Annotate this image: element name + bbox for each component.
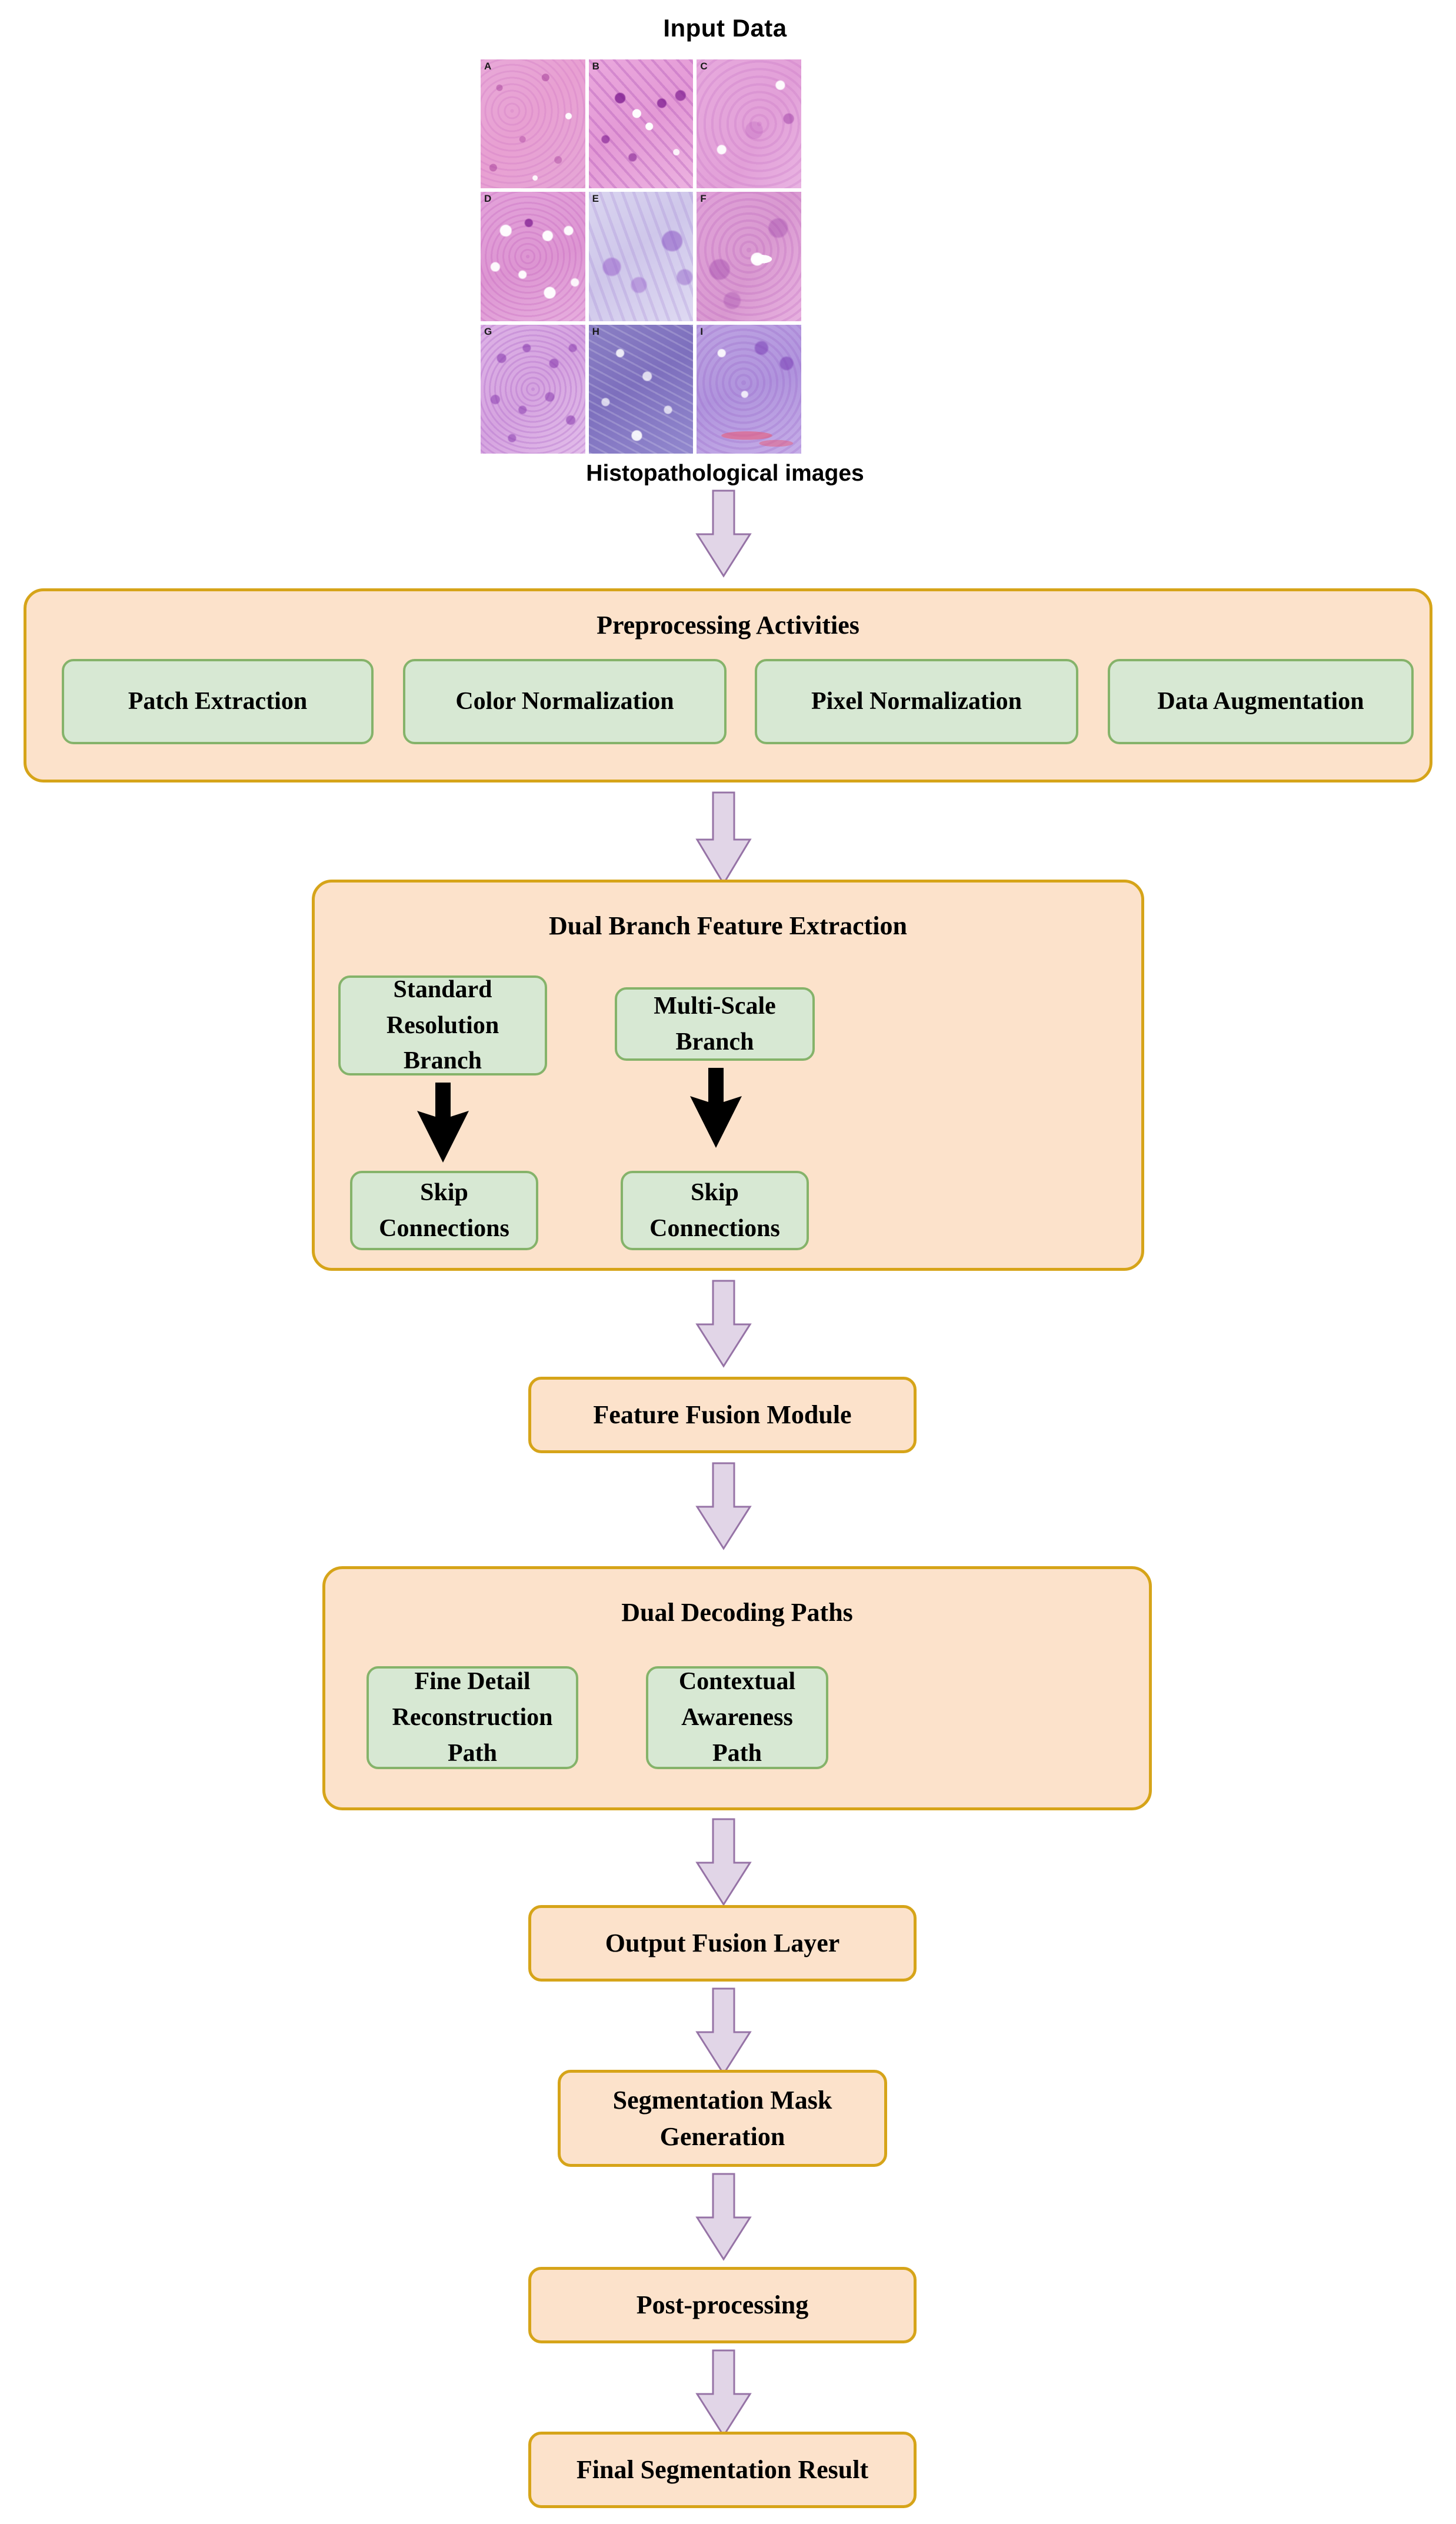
contextual-awareness-path-box[interactable]: Contextual Awareness Path bbox=[646, 1666, 828, 1769]
branch-label: Standard Resolution Branch bbox=[386, 975, 499, 1075]
tile-label: H bbox=[592, 325, 599, 337]
fine-detail-reconstruction-path-box[interactable]: Fine Detail Reconstruction Path bbox=[367, 1666, 578, 1769]
multi-scale-branch-box[interactable]: Multi-Scale Branch bbox=[615, 987, 815, 1061]
tissue-texture bbox=[481, 59, 585, 189]
box-label: Feature Fusion Module bbox=[593, 1400, 852, 1430]
path-label: Fine Detail Reconstruction Path bbox=[392, 1668, 553, 1767]
flow-arrow-down-icon bbox=[695, 490, 752, 578]
flow-arrow-down-icon bbox=[695, 1987, 752, 2076]
tile-label: D bbox=[484, 193, 492, 205]
tile-label: E bbox=[592, 193, 599, 205]
tile-label: C bbox=[700, 61, 708, 72]
image-tile-c: C bbox=[697, 59, 801, 189]
histopathology-image-grid: A B C D E F G H bbox=[481, 59, 801, 454]
tile-label: A bbox=[484, 61, 492, 72]
preprocessing-item-color-normalization[interactable]: Color Normalization bbox=[403, 659, 727, 744]
preprocessing-title: Preprocessing Activities bbox=[597, 611, 859, 640]
tissue-texture bbox=[481, 324, 585, 454]
post-processing-box[interactable]: Post-processing bbox=[528, 2267, 917, 2343]
branch-label: Multi-Scale Branch bbox=[654, 992, 776, 1055]
preprocessing-item-data-augmentation[interactable]: Data Augmentation bbox=[1108, 659, 1414, 744]
image-tile-g: G bbox=[481, 324, 585, 454]
flow-arrow-down-icon bbox=[695, 2349, 752, 2438]
tissue-texture bbox=[588, 324, 694, 454]
flow-arrow-down-icon bbox=[695, 1462, 752, 1550]
box-label: Final Segmentation Result bbox=[576, 2455, 869, 2485]
tile-label: G bbox=[484, 325, 492, 337]
tile-label: I bbox=[700, 325, 704, 337]
image-grid-caption: Histopathological images bbox=[586, 461, 864, 486]
tissue-texture bbox=[588, 192, 694, 321]
tissue-texture bbox=[481, 192, 585, 321]
image-tile-h: H bbox=[588, 324, 694, 454]
dual-decoding-title: Dual Decoding Paths bbox=[621, 1598, 853, 1627]
right-skip-connections-box[interactable]: Skip Connections bbox=[621, 1171, 809, 1250]
image-tile-b: B bbox=[588, 59, 694, 189]
path-label: Contextual Awareness Path bbox=[678, 1668, 796, 1767]
tissue-texture bbox=[588, 59, 694, 189]
dual-decoding-paths-box: Dual Decoding Paths Fine Detail Reconstr… bbox=[322, 1566, 1152, 1810]
item-label: Color Normalization bbox=[455, 688, 674, 715]
branch-arrow-down-icon bbox=[416, 1083, 470, 1164]
segmentation-mask-generation-box[interactable]: Segmentation Mask Generation bbox=[558, 2070, 887, 2167]
branch-arrow-down-icon bbox=[689, 1068, 743, 1149]
tissue-texture bbox=[697, 192, 801, 321]
image-tile-d: D bbox=[481, 192, 585, 321]
item-label: Pixel Normalization bbox=[811, 688, 1022, 715]
preprocessing-item-pixel-normalization[interactable]: Pixel Normalization bbox=[755, 659, 1078, 744]
box-label: Post-processing bbox=[636, 2290, 809, 2320]
skip-label: Skip Connections bbox=[649, 1178, 780, 1242]
flow-arrow-down-icon bbox=[695, 1818, 752, 1906]
flow-arrow-down-icon bbox=[695, 2173, 752, 2261]
flow-arrow-down-icon bbox=[695, 791, 752, 885]
tissue-texture bbox=[697, 324, 801, 454]
box-label: Output Fusion Layer bbox=[605, 1929, 840, 1958]
dual-branch-title: Dual Branch Feature Extraction bbox=[548, 911, 908, 940]
dual-branch-feature-extraction-box: Dual Branch Feature Extraction Standard … bbox=[312, 880, 1144, 1271]
page-title: Input Data bbox=[663, 14, 787, 42]
feature-fusion-module-box[interactable]: Feature Fusion Module bbox=[528, 1377, 917, 1453]
output-fusion-layer-box[interactable]: Output Fusion Layer bbox=[528, 1905, 917, 1982]
image-tile-i: I bbox=[697, 324, 801, 454]
image-tile-a: A bbox=[481, 59, 585, 189]
standard-resolution-branch-box[interactable]: Standard Resolution Branch bbox=[338, 975, 547, 1075]
image-tile-f: F bbox=[697, 192, 801, 321]
preprocessing-activities-box: Preprocessing Activities Patch Extractio… bbox=[24, 588, 1432, 782]
box-label: Segmentation Mask Generation bbox=[612, 2085, 832, 2151]
final-segmentation-result-box[interactable]: Final Segmentation Result bbox=[528, 2432, 917, 2508]
tissue-texture bbox=[697, 59, 801, 189]
skip-label: Skip Connections bbox=[379, 1178, 509, 1242]
tile-label: F bbox=[700, 193, 707, 205]
item-label: Patch Extraction bbox=[128, 688, 308, 715]
left-skip-connections-box[interactable]: Skip Connections bbox=[350, 1171, 538, 1250]
item-label: Data Augmentation bbox=[1157, 688, 1364, 715]
flow-arrow-down-icon bbox=[695, 1280, 752, 1368]
image-tile-e: E bbox=[588, 192, 694, 321]
tile-label: B bbox=[592, 61, 599, 72]
preprocessing-item-patch-extraction[interactable]: Patch Extraction bbox=[62, 659, 374, 744]
